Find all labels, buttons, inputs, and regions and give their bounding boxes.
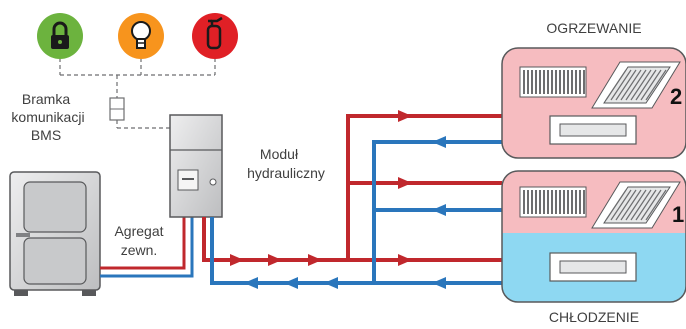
supply-pipe-unit (100, 215, 186, 270)
supply-arrow (268, 254, 282, 266)
supply-piping (202, 114, 502, 262)
radiator-fin (543, 70, 545, 94)
radiator-fin (579, 70, 581, 94)
radiator-fin (535, 190, 537, 214)
fan-coil-icon (549, 115, 637, 145)
radiator-fin (583, 190, 585, 214)
lightbulb-icon (118, 13, 164, 59)
wall-unit-slat (615, 69, 637, 101)
flow-arrows (230, 110, 446, 289)
lock-icon (37, 13, 83, 59)
radiator-fin (531, 190, 533, 214)
fan-coil-icon (549, 252, 637, 282)
wall-unit-slat (610, 189, 632, 221)
outdoor-unit-label-line2: zewn. (121, 242, 158, 258)
heating-label: OGRZEWANIE (546, 20, 641, 36)
bms-dashed-lines (59, 58, 216, 129)
radiator-fin (563, 70, 565, 94)
radiator-fin (527, 190, 529, 214)
radiator-fin (567, 70, 569, 94)
radiator-fin (527, 70, 529, 94)
radiator-fin (555, 190, 557, 214)
wall-unit-slats (605, 69, 667, 221)
wall-unit-slat (640, 69, 662, 101)
wall-unit-slat (610, 69, 632, 101)
radiator-fin (571, 70, 573, 94)
wall-unit-slat (645, 189, 667, 221)
wall-unit-slat (645, 69, 667, 101)
radiator-fin (551, 70, 553, 94)
module-label-line2: hydrauliczny (247, 165, 325, 181)
radiator-fin (523, 190, 525, 214)
bms-label-line2: komunikacji (11, 109, 84, 125)
fire-extinguisher-icon (192, 13, 238, 59)
bms-label-line3: BMS (31, 127, 61, 143)
radiator-fin (563, 190, 565, 214)
wall-unit-slat (605, 69, 627, 101)
bms-gateway-box (109, 97, 125, 121)
wall-unit-slat (625, 189, 647, 221)
outdoor-unit-label-line1: Agregat (114, 223, 163, 239)
radiator-fin (579, 190, 581, 214)
wall-unit-slat (630, 189, 652, 221)
wall-unit-slat (635, 189, 657, 221)
radiator-fin (531, 70, 533, 94)
fire-extinguisher-icon-circle (192, 13, 238, 59)
supply-arrow (308, 254, 322, 266)
supply-arrow (398, 254, 412, 266)
bms-label-line1: Bramka (22, 91, 70, 107)
wall-unit-slat (625, 69, 647, 101)
return-arrow (324, 277, 338, 289)
return-pipe-unit (100, 215, 194, 278)
wall-unit-slat (640, 189, 662, 221)
radiator-fin (547, 70, 549, 94)
radiator-fin (535, 70, 537, 94)
wall-unit-slat (615, 189, 637, 221)
radiator-fin (575, 70, 577, 94)
radiator-fin (539, 190, 541, 214)
radiator-fin (559, 70, 561, 94)
radiator-fin (583, 70, 585, 94)
supply-arrow (230, 254, 244, 266)
wall-unit-slat (635, 69, 657, 101)
supply-arrow (398, 110, 412, 122)
radiator-fin (547, 190, 549, 214)
radiator-fin (555, 70, 557, 94)
unit-module-pipes (100, 215, 194, 278)
room-2-number: 2 (670, 84, 682, 109)
wall-unit-slat (605, 189, 627, 221)
radiator-fin (551, 190, 553, 214)
module-label-line1: Moduł (260, 146, 299, 162)
outdoor-unit (9, 171, 101, 296)
cooling-label: CHŁODZENIE (549, 309, 639, 325)
return-arrow (432, 204, 446, 216)
radiator-fin (539, 70, 541, 94)
radiator-fins (523, 70, 585, 214)
room-2-heating: 2 (501, 47, 686, 159)
wall-unit-slat (630, 69, 652, 101)
radiator-fin (571, 190, 573, 214)
wall-unit-slat (620, 189, 642, 221)
room-1-number: 1 (672, 202, 684, 227)
return-arrow (432, 277, 446, 289)
radiator-fin (523, 70, 525, 94)
return-arrow (284, 277, 298, 289)
wall-unit-slat (620, 69, 642, 101)
hydraulic-module (169, 114, 223, 218)
room-1-heating-cooling: 1 (501, 170, 686, 303)
radiator-fin (575, 190, 577, 214)
radiator-fin (543, 190, 545, 214)
radiator-fin (559, 190, 561, 214)
radiator-fin (567, 190, 569, 214)
return-arrow (244, 277, 258, 289)
return-arrow (432, 136, 446, 148)
supply-arrow (398, 177, 412, 189)
